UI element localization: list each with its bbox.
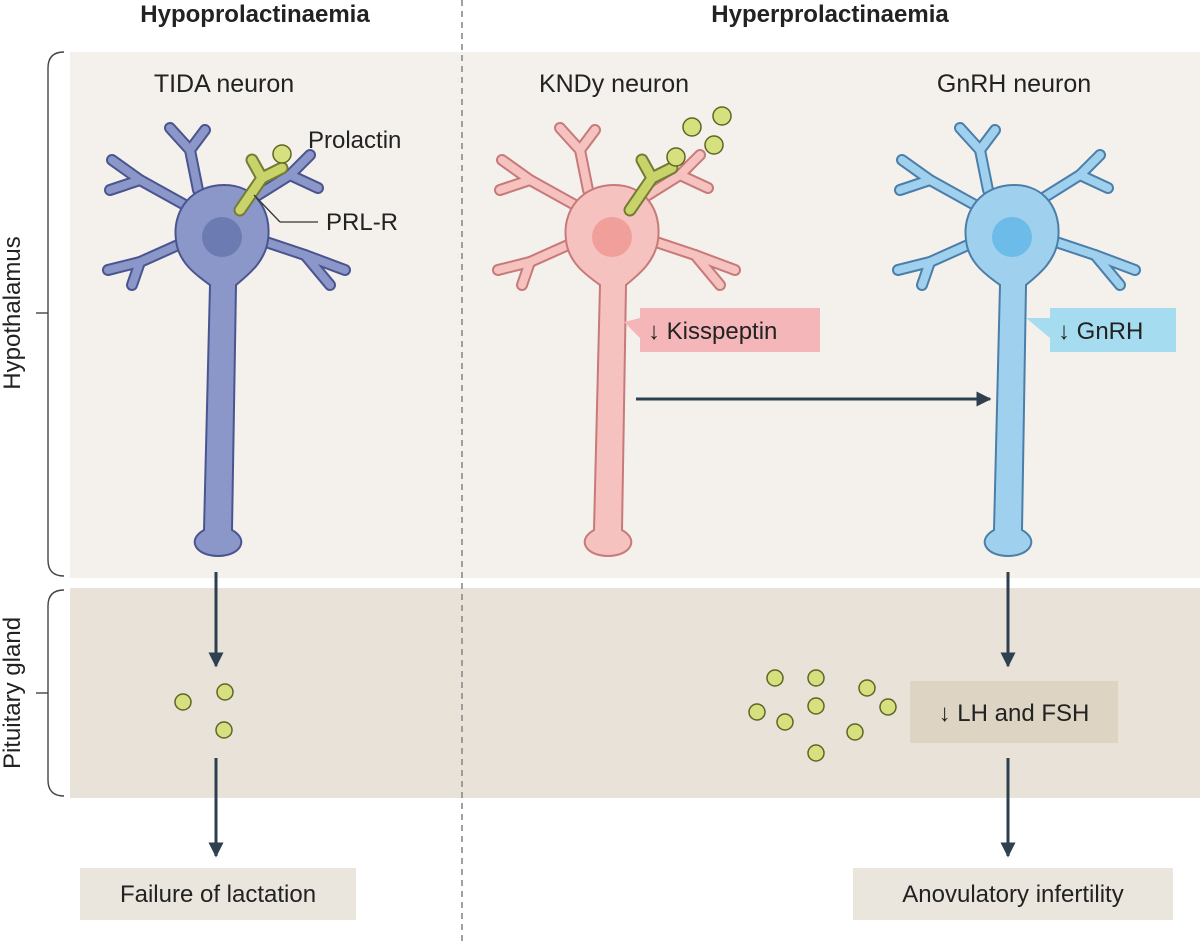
outcome-left-box (80, 868, 356, 920)
kndy-prl-receptor (623, 153, 679, 217)
pituitary-prolactin-right (748, 669, 897, 762)
kndy-neuron-title: KNDy neuron (539, 70, 689, 98)
pituitary-bracket (47, 589, 65, 797)
gnrh-neuron (892, 122, 1141, 558)
label-prl-r: PRL-R (326, 209, 398, 236)
outcome-right-box (853, 868, 1173, 920)
pituitary-prolactin-left (174, 683, 234, 739)
tida-neuron (102, 122, 351, 558)
kndy-neuron (492, 122, 741, 558)
tida-neuron-title: TIDA neuron (154, 70, 294, 98)
gnrh-callout (1026, 308, 1176, 352)
header-hyperprolactinaemia: Hyperprolactinaemia (711, 1, 949, 28)
hypothalamus-bracket (47, 51, 65, 577)
outcome-anovulatory-infertility: Anovulatory infertility (902, 881, 1123, 908)
prolactin-particle (272, 144, 292, 164)
label-gnrh-down: ↓ GnRH (1058, 318, 1143, 345)
lh-fsh-box (910, 681, 1118, 743)
gnrh-neuron-title: GnRH neuron (937, 70, 1091, 98)
prl-receptor (233, 153, 289, 217)
label-pituitary-gland: Pituitary gland (0, 617, 26, 769)
label-kisspeptin: ↓ Kisspeptin (648, 318, 777, 345)
kndy-prolactin-particles (666, 106, 732, 167)
label-lh-fsh: ↓ LH and FSH (939, 700, 1090, 727)
label-hypothalamus: Hypothalamus (0, 236, 26, 389)
outcome-failure-of-lactation: Failure of lactation (120, 881, 316, 908)
kisspeptin-callout (624, 308, 820, 352)
label-prolactin: Prolactin (308, 127, 401, 154)
header-hypoprolactinaemia: Hypoprolactinaemia (140, 1, 370, 28)
hypothalamus-band (70, 52, 1200, 578)
prl-r-leader (253, 194, 281, 223)
